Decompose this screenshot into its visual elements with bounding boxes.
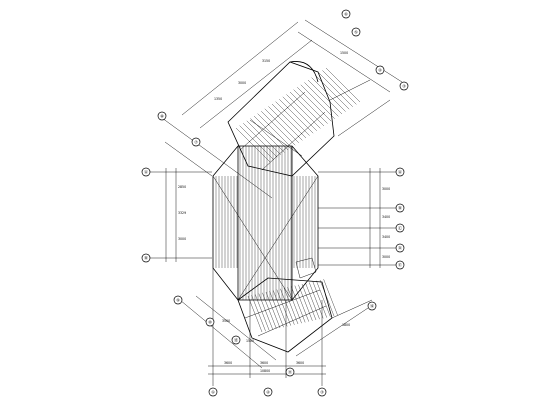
grid-bubble-upper-top-3: ④ bbox=[375, 65, 385, 75]
bottom-dimension-lines: 3600 3600 3600 10800 bbox=[208, 268, 326, 386]
dim-bottom-1: 3600 bbox=[224, 361, 232, 365]
grid-bubble-right-3: Ⓒ bbox=[395, 223, 405, 233]
dim-right-1: 3000 bbox=[382, 187, 390, 191]
dim-left-3: 3000 bbox=[178, 237, 186, 241]
grid-bubble-left-1: Ⓐ bbox=[141, 167, 151, 177]
svg-text:③: ③ bbox=[320, 390, 324, 395]
lower-dimension-lines: 3500 1500 1800 bbox=[179, 295, 373, 369]
upper-dimension-lines: 1350 3000 3150 1500 bbox=[161, 19, 403, 199]
dim-lower-1: 3500 bbox=[222, 319, 230, 323]
svg-text:Ⓒ: Ⓒ bbox=[398, 225, 402, 231]
svg-text:Ⓐ: Ⓐ bbox=[144, 169, 148, 175]
grid-bubble-lower-bottom-1: ⑬ bbox=[231, 335, 241, 345]
dim-upper-1: 1350 bbox=[214, 97, 222, 101]
dim-left-1: 2850 bbox=[178, 185, 186, 189]
dim-lower-3: 1800 bbox=[342, 323, 350, 327]
grid-bubble-bottom-1: ① bbox=[208, 387, 218, 397]
grid-bubbles: ⑥ ⑤ ④ ③ ⑧ ⑦ Ⓐ Ⓑ Ⓐ Ⓑ Ⓒ Ⓓ Ⓔ ⑨ ⑩ ⑬ ⑫ ⑪ ① ② … bbox=[141, 9, 409, 397]
svg-text:Ⓑ: Ⓑ bbox=[144, 255, 148, 261]
dim-right-3: 3400 bbox=[382, 235, 390, 239]
svg-text:⑪: ⑪ bbox=[288, 369, 292, 375]
grid-bubble-right-5: Ⓔ bbox=[395, 260, 405, 270]
upper-wing-roof bbox=[227, 61, 361, 177]
svg-text:Ⓐ: Ⓐ bbox=[398, 169, 402, 175]
svg-text:⑤: ⑤ bbox=[354, 30, 358, 35]
core-dimension-lines: 2850 3329 3000 3000 3400 3400 3000 bbox=[148, 168, 398, 268]
svg-text:④: ④ bbox=[378, 68, 382, 73]
svg-text:③: ③ bbox=[402, 84, 406, 89]
upper-wing-hatch bbox=[235, 67, 361, 163]
dim-right-4: 3000 bbox=[382, 255, 390, 259]
svg-text:⑦: ⑦ bbox=[194, 140, 198, 145]
dim-right-2: 3400 bbox=[382, 215, 390, 219]
dim-bottom-total: 10800 bbox=[260, 369, 270, 373]
svg-text:Ⓔ: Ⓔ bbox=[398, 262, 402, 268]
svg-text:Ⓓ: Ⓓ bbox=[398, 245, 402, 251]
dim-bottom-2: 3600 bbox=[260, 361, 268, 365]
core-roof-hatch bbox=[215, 146, 316, 300]
dim-left-2: 3329 bbox=[178, 211, 186, 215]
svg-text:⑨: ⑨ bbox=[176, 298, 180, 303]
svg-text:⑬: ⑬ bbox=[234, 337, 238, 343]
dim-bottom-3: 3600 bbox=[296, 361, 304, 365]
grid-bubble-bottom-2: ② bbox=[263, 387, 273, 397]
grid-bubble-upper-side-2: ⑦ bbox=[191, 137, 201, 147]
grid-bubble-lower-side-1: ⑨ bbox=[173, 295, 183, 305]
grid-bubble-upper-side-1: ⑧ bbox=[157, 111, 167, 121]
lower-wing-hatch bbox=[247, 279, 338, 333]
grid-bubble-upper-top-2: ⑤ bbox=[351, 27, 361, 37]
grid-bubble-upper-top-1: ⑥ bbox=[341, 9, 351, 19]
dim-upper-2: 3000 bbox=[238, 81, 246, 85]
grid-bubble-bottom-3: ③ bbox=[317, 387, 327, 397]
svg-text:⑩: ⑩ bbox=[208, 320, 212, 325]
svg-text:②: ② bbox=[266, 390, 270, 395]
svg-text:⑫: ⑫ bbox=[370, 303, 374, 309]
grid-bubble-left-2: Ⓑ bbox=[141, 253, 151, 263]
core-roof bbox=[212, 145, 319, 301]
grid-bubble-right-2: Ⓑ bbox=[395, 203, 405, 213]
svg-text:⑥: ⑥ bbox=[344, 12, 348, 17]
grid-bubble-lower-bottom-2: ⑫ bbox=[367, 301, 377, 311]
grid-bubble-lower-bottom-3: ⑪ bbox=[285, 367, 295, 377]
grid-bubble-upper-top-4: ③ bbox=[399, 81, 409, 91]
dim-upper-3: 3150 bbox=[262, 59, 270, 63]
dim-upper-4: 1500 bbox=[340, 51, 348, 55]
grid-bubble-lower-side-2: ⑩ bbox=[205, 317, 215, 327]
lower-wing-roof bbox=[237, 257, 338, 353]
grid-bubble-right-4: Ⓓ bbox=[395, 243, 405, 253]
svg-text:Ⓑ: Ⓑ bbox=[398, 205, 402, 211]
svg-text:⑧: ⑧ bbox=[160, 114, 164, 119]
grid-bubble-right-1: Ⓐ bbox=[395, 167, 405, 177]
svg-text:①: ① bbox=[211, 390, 215, 395]
